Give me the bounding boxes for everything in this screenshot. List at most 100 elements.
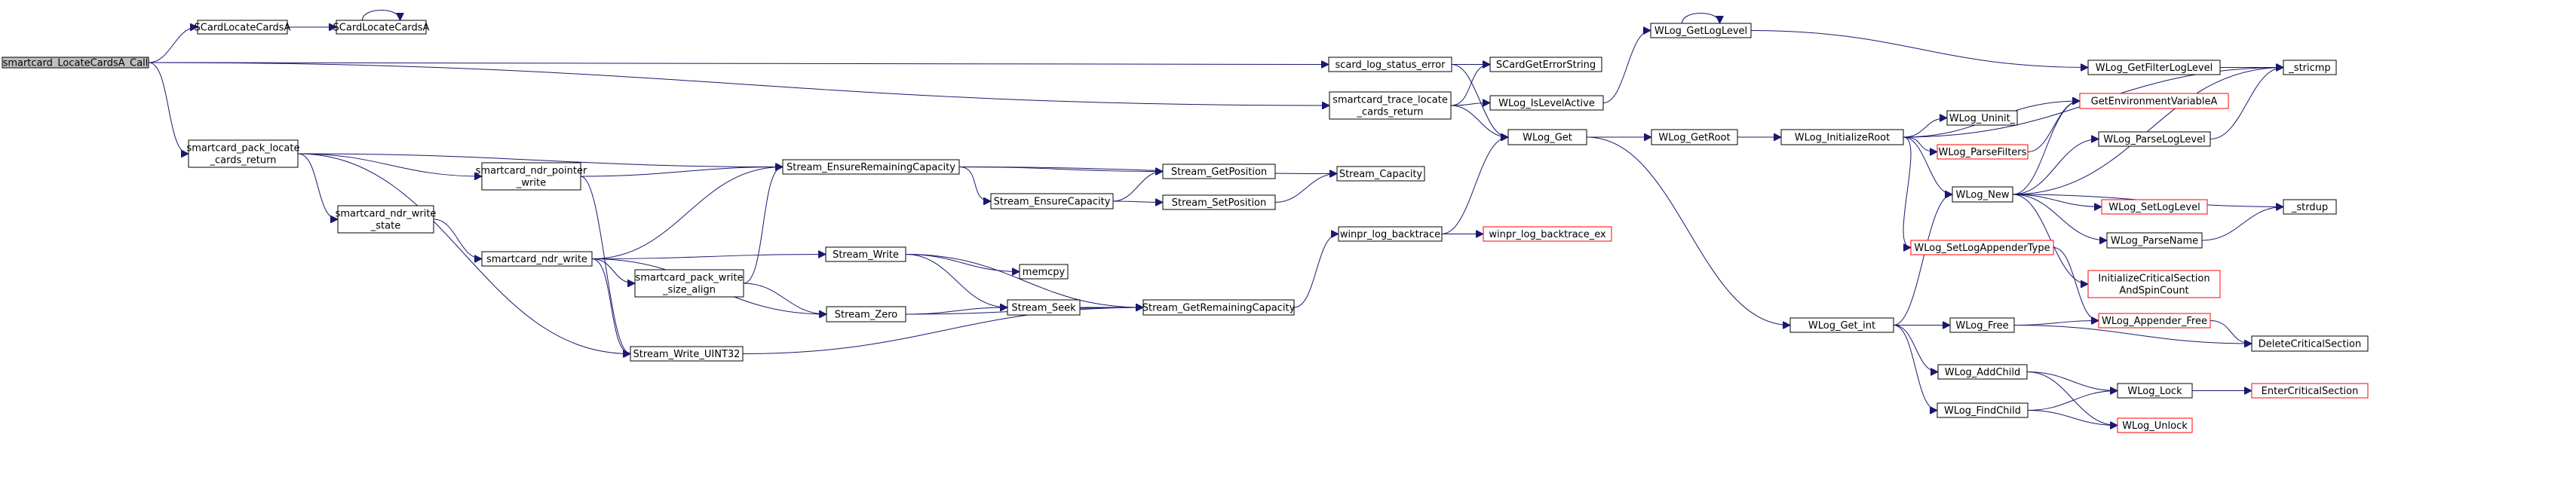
node-wlog-parse-filters[interactable]: WLog_ParseFilters <box>1937 144 2029 160</box>
node-smartcard-ndr-pointer-write[interactable]: smartcard_ndr_pointer_write <box>476 162 587 191</box>
edge-wpf-to-gev <box>2027 101 2080 152</box>
node-winpr-log-backtrace-ex[interactable]: winpr_log_backtrace_ex <box>1483 226 1612 242</box>
node-box <box>2251 383 2369 399</box>
node-label: scard_log_status_error <box>1336 60 1446 71</box>
node-box <box>1489 95 1604 111</box>
node-winpr-log-backtrace[interactable]: winpr_log_backtrace <box>1338 226 1443 242</box>
edge-ptrw-to-wu32 <box>580 176 631 354</box>
edge-sw-to-grc <box>905 254 1143 308</box>
node-get-environment-variable-a[interactable]: GetEnvironmentVariableA <box>2079 93 2229 109</box>
node-stream-write-uint32[interactable]: Stream_Write_UINT32 <box>630 346 744 362</box>
node-box <box>990 193 1114 209</box>
node-wlog-set-log-level[interactable]: WLog_SetLogLevel <box>2101 199 2208 215</box>
node-box <box>2283 199 2337 215</box>
node-stream-set-position[interactable]: Stream_SetPosition <box>1162 194 1276 210</box>
node-wlog-parse-name[interactable]: WLog_ParseName <box>2106 232 2203 249</box>
node-smartcard-ndr-write[interactable]: smartcard_ndr_write <box>481 251 593 267</box>
node-box <box>2087 270 2221 298</box>
node-box <box>1489 57 1602 72</box>
node-box <box>2283 60 2337 75</box>
node-label: Stream_Write <box>833 249 899 261</box>
edge-root-to-sclca1 <box>148 27 198 63</box>
node-label: smartcard_ndr_pointer <box>476 166 587 177</box>
edge-wsa-to-erc <box>743 167 784 284</box>
node-stricmp[interactable]: _stricmp <box>2283 60 2337 75</box>
edge-wnew-to-wpn <box>2012 194 2107 240</box>
node-box <box>826 306 906 323</box>
edge-stlr-to-sges <box>1450 65 1490 106</box>
node-stream-zero[interactable]: Stream_Zero <box>826 306 906 323</box>
edge-pack-to-ptrw <box>297 153 482 176</box>
node-wlog-find-child[interactable]: WLog_FindChild <box>1937 402 2029 418</box>
node-wlog-get-int[interactable]: WLog_Get_int <box>1789 317 1894 333</box>
node-wlog-parse-log-level[interactable]: WLog_ParseLogLevel <box>2098 131 2211 147</box>
edge-wgi-to-wac <box>1893 325 1938 372</box>
node-delete-critical-section[interactable]: DeleteCriticalSection <box>2251 335 2369 352</box>
node-stream-capacity[interactable]: Stream_Capacity <box>1336 166 1425 182</box>
node-wlog-lock[interactable]: WLog_Lock <box>2117 383 2193 399</box>
edge-pack-to-erc <box>297 153 783 167</box>
node-wlog-uninit[interactable]: WLog_Uninit_ <box>1946 110 2018 126</box>
node-wlog-is-level-active[interactable]: WLog_IsLevelActive <box>1489 95 1604 111</box>
node-wlog-get-filter-log-level[interactable]: WLog_GetFilterLogLevel <box>2087 60 2221 75</box>
edge-bt-to-wget <box>1441 137 1508 234</box>
node-scard-locate-cards-a[interactable]: SCardLocateCardsA <box>333 20 430 35</box>
node-wlog-free[interactable]: WLog_Free <box>1949 317 2015 333</box>
node-wlog-get-root[interactable]: WLog_GetRoot <box>1651 129 1738 145</box>
node-label: WLog_GetRoot <box>1658 133 1730 144</box>
edge-setp-to-cap <box>1274 174 1337 203</box>
node-box <box>1937 144 2029 160</box>
node-wlog-unlock[interactable]: WLog_Unlock <box>2117 417 2193 433</box>
node-scard-get-error-string[interactable]: SCardGetErrorString <box>1489 57 1602 72</box>
edge-wnew-to-stricmp <box>2012 68 2283 195</box>
node-label: smartcard_trace_locate <box>1332 95 1448 106</box>
edge-wfree-to-dcs <box>2013 325 2252 344</box>
node-strdup[interactable]: _strdup <box>2283 199 2337 215</box>
node-smartcard-locate-cards-a-call[interactable]: smartcard_LocateCardsA_Call <box>2 57 149 69</box>
node-label: _size_align <box>662 285 716 296</box>
node-wlog-set-log-appender-type[interactable]: WLog_SetLogAppenderType <box>1910 240 2054 255</box>
node-label: winpr_log_backtrace <box>1340 229 1440 240</box>
node-label: WLog_SetLogLevel <box>2108 202 2200 213</box>
node-enter-critical-section[interactable]: EnterCriticalSection <box>2251 383 2369 399</box>
node-box <box>481 162 581 191</box>
node-wlog-get-log-level[interactable]: WLog_GetLogLevel <box>1650 23 1752 38</box>
node-stream-ensure-remaining-capacity[interactable]: Stream_EnsureRemainingCapacity <box>782 159 960 175</box>
node-memcpy[interactable]: memcpy <box>1019 264 1069 280</box>
node-wlog-appender-free[interactable]: WLog_Appender_Free <box>2098 313 2211 329</box>
edge-wac-to-wlock <box>2026 371 2118 391</box>
node-stream-ensure-capacity[interactable]: Stream_EnsureCapacity <box>990 193 1114 209</box>
node-wlog-add-child[interactable]: WLog_AddChild <box>1937 364 2028 380</box>
node-label: WLog_SetLogAppenderType <box>1914 243 2050 254</box>
node-box <box>1162 164 1276 179</box>
node-stream-write[interactable]: Stream_Write <box>825 246 906 262</box>
node-scard-locate-cards-a[interactable]: SCardLocateCardsA <box>195 20 291 35</box>
node-stream-seek[interactable]: Stream_Seek <box>1007 299 1081 316</box>
node-label: WLog_ParseFilters <box>1939 147 2027 158</box>
edge-wget-to-wgi <box>1586 136 1790 326</box>
node-box <box>2087 60 2221 75</box>
edge-wnew-to-gev <box>2012 101 2080 195</box>
node-wlog-get[interactable]: WLog_Get <box>1507 129 1587 145</box>
node-label: SCardLocateCardsA <box>333 23 430 34</box>
node-box <box>1789 317 1894 333</box>
node-box <box>1780 129 1904 145</box>
edge-wir-to-wpf <box>1903 136 1937 152</box>
node-smartcard-pack-write-size-align[interactable]: smartcard_pack_write_size_align <box>634 269 744 298</box>
node-wlog-new[interactable]: WLog_New <box>1952 186 2013 203</box>
node-box <box>1937 364 2028 380</box>
edge-wnew-to-icsa <box>2012 194 2088 284</box>
node-smartcard-trace-locate-cards-return[interactable]: smartcard_trace_locate_cards_return <box>1329 91 1452 120</box>
node-stream-get-remaining-capacity[interactable]: Stream_GetRemainingCapacity <box>1142 299 1296 316</box>
node-scard-log-status-error[interactable]: scard_log_status_error <box>1328 57 1452 72</box>
node-label: _cards_return <box>1356 107 1423 118</box>
node-label: SCardGetErrorString <box>1496 60 1596 71</box>
node-label: WLog_IsLevelActive <box>1498 98 1595 109</box>
node-label: smartcard_LocateCardsA_Call <box>3 58 149 69</box>
node-label: Stream_Write_UINT32 <box>633 349 741 360</box>
node-wlog-initialize-root[interactable]: WLog_InitializeRoot <box>1780 129 1904 145</box>
node-stream-get-position[interactable]: Stream_GetPosition <box>1162 164 1276 179</box>
node-smartcard-ndr-write-state[interactable]: smartcard_ndr_write_state <box>336 205 437 234</box>
node-smartcard-pack-locate-cards-return[interactable]: smartcard_pack_locate_cards_return <box>187 139 300 168</box>
